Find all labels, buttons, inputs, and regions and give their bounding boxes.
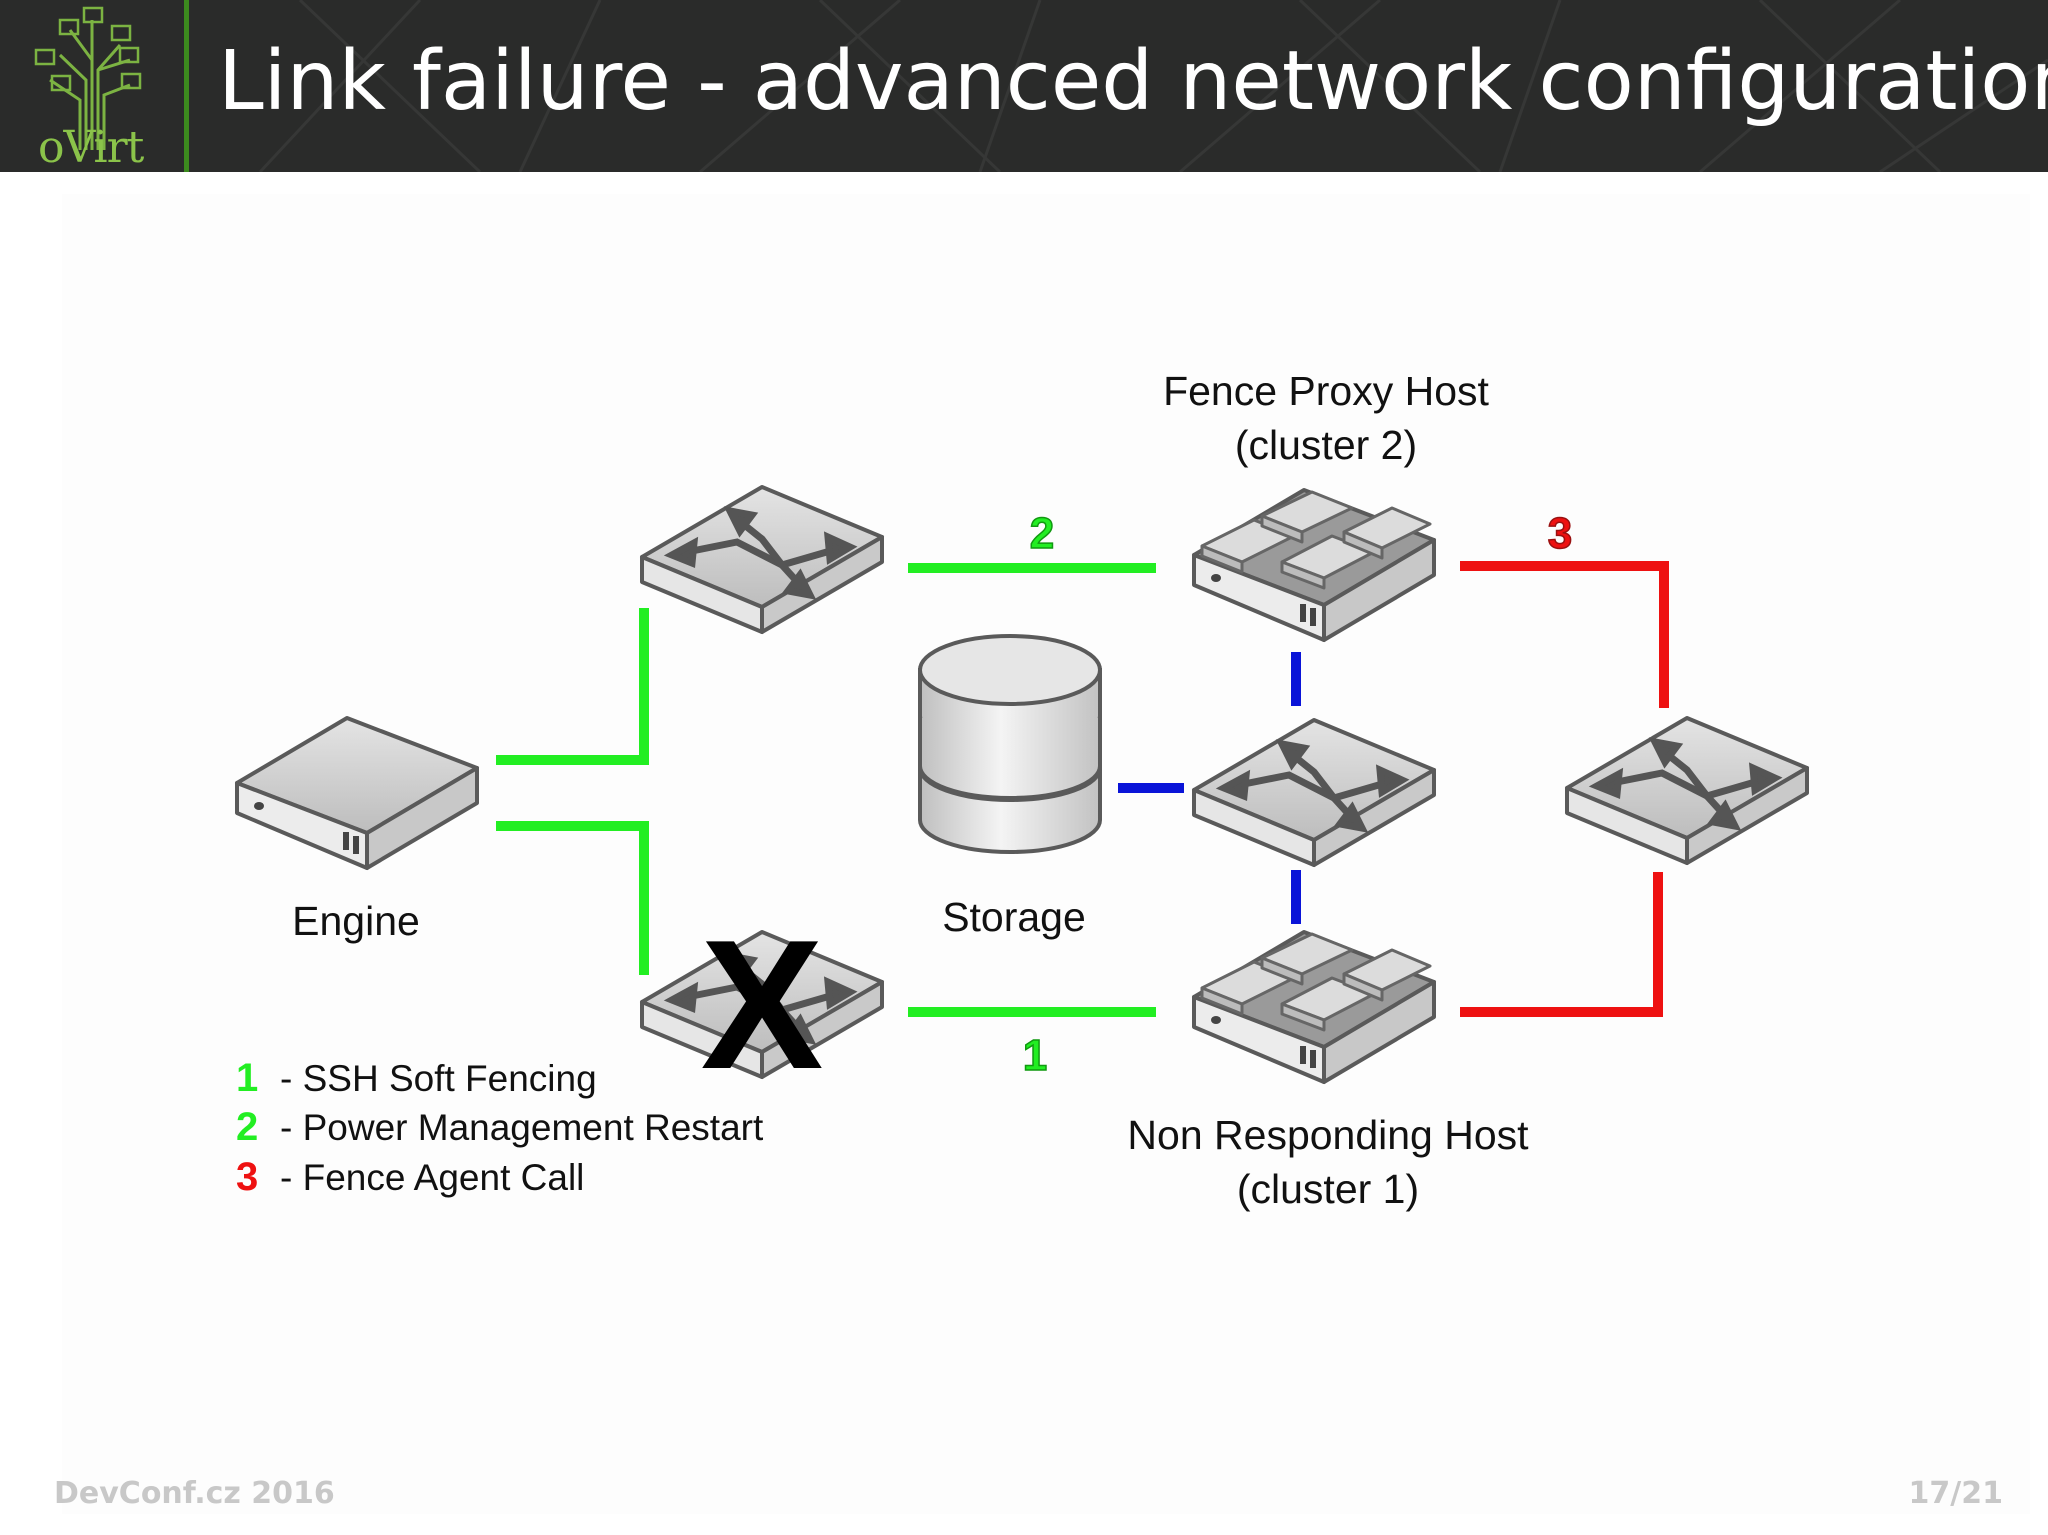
- footer-page-number: 17/21: [1908, 1476, 2003, 1511]
- ssh-and-pm-links: [496, 563, 1156, 1017]
- non-responding-host-label: Non Responding Host: [1127, 1112, 1529, 1158]
- legend-item-fence-agent-call: 3 - Fence Agent Call: [236, 1155, 584, 1200]
- header-divider: [184, 0, 189, 172]
- link-marker-3: 3: [1548, 509, 1572, 558]
- non-responding-host-icon: [1192, 930, 1436, 1084]
- non-responding-cluster-label: (cluster 1): [1236, 1166, 1420, 1212]
- top-switch-icon: [642, 487, 882, 632]
- storage-label: Storage: [942, 894, 1086, 940]
- legend-number: 2: [236, 1105, 259, 1149]
- fence-agent-links: [1460, 561, 1669, 1017]
- slide-header: oVirt Link failure - advanced network co…: [0, 0, 2048, 172]
- legend-text: - Power Management Restart: [280, 1107, 764, 1148]
- link-failure-x-mark: X: [701, 901, 824, 1107]
- link-marker-2: 2: [1030, 509, 1054, 558]
- storage-network-links: [1118, 652, 1301, 924]
- engine-to-bottom-switch-link: [496, 821, 649, 975]
- fence-proxy-to-right-switch-link: [1460, 561, 1669, 708]
- right-switch-icon: [1567, 718, 1807, 863]
- center-switch-icon: [1194, 720, 1434, 865]
- fence-proxy-host-label: Fence Proxy Host: [1163, 368, 1489, 414]
- link-marker-1: 1: [1023, 1031, 1047, 1080]
- slide-title: Link failure - advanced network configur…: [218, 34, 2048, 129]
- ovirt-logo: oVirt: [0, 0, 186, 172]
- engine-server-icon: [235, 716, 479, 870]
- fence-proxy-host-icon: [1192, 488, 1436, 642]
- right-switch-to-non-responding-link: [1460, 872, 1663, 1017]
- legend-item-ssh-soft-fencing: 1 - SSH Soft Fencing: [236, 1056, 597, 1101]
- engine-label: Engine: [292, 898, 420, 944]
- engine-to-top-switch-link: [496, 608, 649, 765]
- legend-number: 3: [236, 1155, 259, 1199]
- storage-icon: [918, 634, 1102, 854]
- fence-proxy-cluster-label: (cluster 2): [1234, 422, 1418, 468]
- footer-event: DevConf.cz 2016: [54, 1476, 335, 1511]
- legend-text: - SSH Soft Fencing: [280, 1058, 597, 1099]
- header-texture: [258, 0, 2048, 172]
- ovirt-wordmark: oVirt: [38, 122, 144, 172]
- legend-number: 1: [236, 1056, 259, 1100]
- legend-item-power-management-restart: 2 - Power Management Restart: [236, 1105, 763, 1150]
- legend-text: - Fence Agent Call: [280, 1157, 585, 1198]
